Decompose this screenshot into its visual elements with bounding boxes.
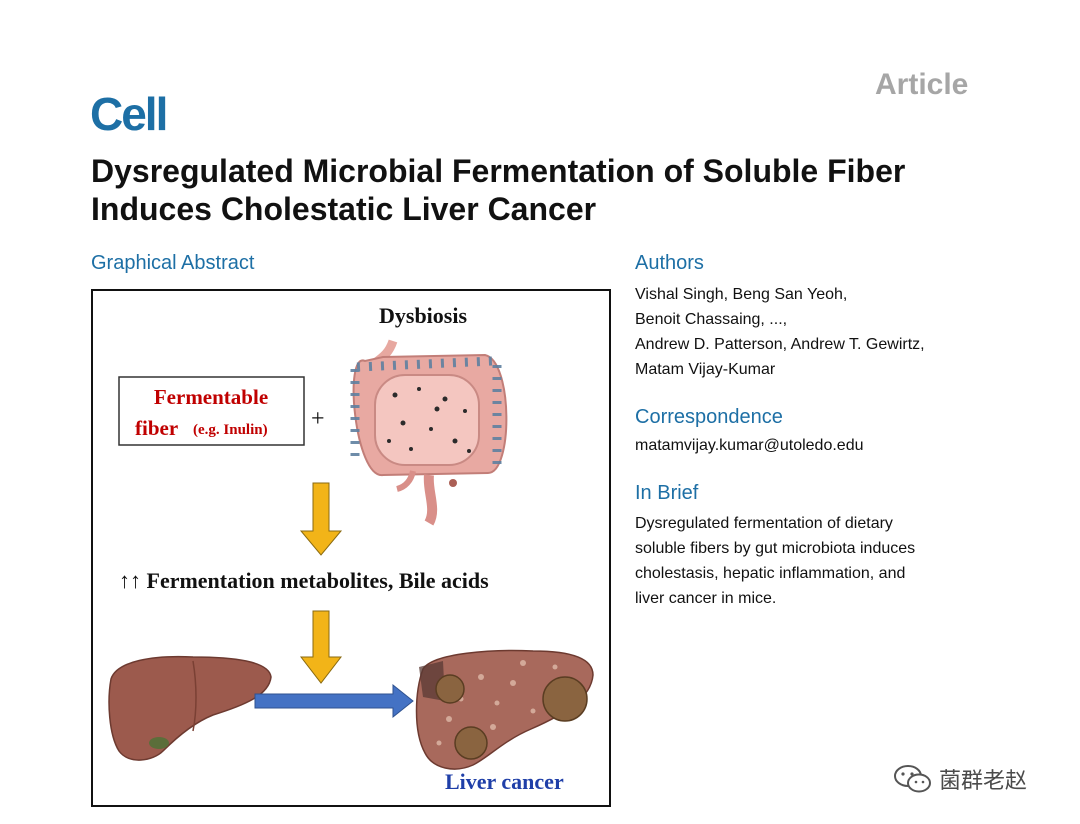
fiber-box [118,376,305,446]
authors-heading: Authors [635,252,704,274]
plus-sign: + [311,406,325,432]
normal-liver-illustration [108,655,272,761]
author-line: Andrew D. Patterson, Andrew T. Gewirtz, [635,336,925,353]
author-line: Matam Vijay-Kumar [635,361,776,378]
watermark-text: 菌群老赵 [939,768,1028,793]
author-line: Vishal Singh, Beng San Yeoh, [635,286,848,303]
down-arrow-1-icon [299,482,343,556]
in-brief-heading: In Brief [635,482,699,504]
brief-line: soluble fibers by gut microbiota induces [635,540,916,557]
metabolites-label: ↑↑ Fermentation metabolites, Bile acids [119,568,489,593]
brief-line: Dysregulated fermentation of dietary [635,515,893,532]
author-line: Benoit Chassaing, ..., [635,311,788,328]
correspondence-heading: Correspondence [635,406,783,428]
liver-cancer-label: Liver cancer [445,769,564,794]
brief-line: liver cancer in mice. [635,590,777,607]
article-title: Dysregulated Microbial Fermentation of S… [91,153,906,227]
in-brief-text: Dysregulated fermentation of dietary sol… [635,511,1035,611]
graphical-abstract-figure: Dysbiosis Fermentable fiber (e.g. Inulin… [91,289,611,807]
article-type-label: Article [875,68,969,101]
wechat-icon [894,765,931,793]
dysbiosis-label: Dysbiosis [379,303,467,328]
down-arrow-2-icon [299,610,343,684]
fiber-example-label: (e.g. Inulin) [193,422,268,438]
graphical-abstract-heading: Graphical Abstract [91,252,255,274]
fiber-label-line2: fiber [135,416,178,440]
watermark: 菌群老赵 [893,763,1027,795]
progression-arrow-icon [254,683,414,719]
journal-logo: Cell [90,88,168,140]
intestine-illustration [350,339,508,526]
authors-list: Vishal Singh, Beng San Yeoh, Benoit Chas… [635,282,1035,382]
fiber-label-line1: Fermentable [154,385,268,409]
correspondence-email[interactable]: matamvijay.kumar@utoledo.edu [635,437,864,454]
cancer-liver-illustration [415,649,594,770]
brief-line: cholestasis, hepatic inflammation, and [635,565,906,582]
graphical-abstract-drawing: Dysbiosis Fermentable fiber (e.g. Inulin… [108,303,594,794]
